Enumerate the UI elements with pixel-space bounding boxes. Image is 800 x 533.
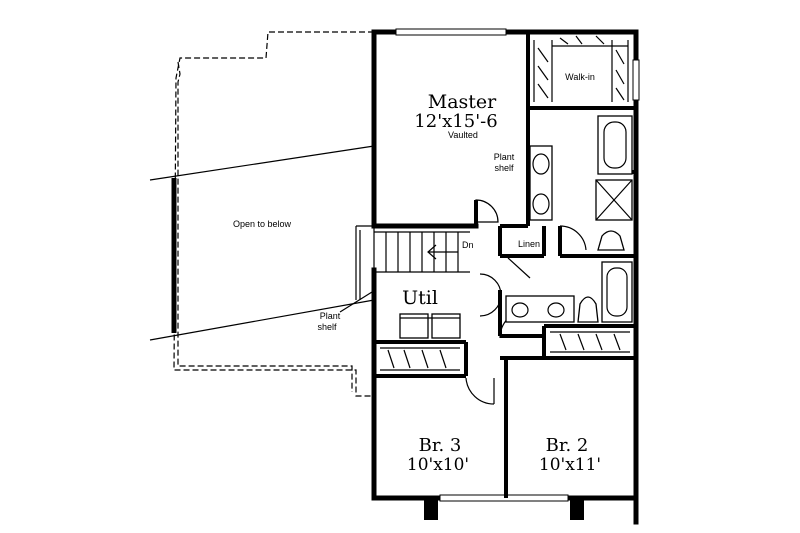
br3-room-name: Br. 3 bbox=[419, 435, 462, 456]
plant-shelf-leader bbox=[339, 291, 373, 313]
br2-room-name: Br. 2 bbox=[546, 435, 589, 456]
hall-bath-fixtures bbox=[505, 261, 633, 323]
master-room-note: Vaulted bbox=[448, 130, 478, 140]
hall-toilet bbox=[577, 296, 599, 323]
utility-appliances bbox=[399, 313, 461, 339]
master-room-size: 12'x15'-6 bbox=[414, 111, 497, 132]
br2-closet-hatching bbox=[550, 331, 630, 353]
plant-shelf-line-upper bbox=[149, 145, 375, 181]
br3-room-size: 10'x10' bbox=[407, 455, 469, 475]
plant-shelf-line-lower bbox=[149, 299, 375, 341]
stair bbox=[355, 225, 470, 300]
plant-shelf-label-1-line2: shelf bbox=[494, 163, 514, 173]
plant-shelf-label-2-line1: Plant bbox=[320, 311, 341, 321]
open-to-below-outline bbox=[173, 31, 374, 397]
br3-closet-hatching bbox=[380, 347, 460, 371]
util-room-name: Util bbox=[402, 287, 438, 309]
stair-dn-label: Dn bbox=[462, 240, 474, 250]
open-to-below-label: Open to below bbox=[233, 219, 292, 229]
master-toilet bbox=[597, 230, 625, 251]
walkin-closet-hatching bbox=[533, 35, 629, 102]
master-tub bbox=[597, 115, 633, 175]
plant-shelf-label-2-line2: shelf bbox=[317, 322, 337, 332]
interior-walls bbox=[374, 32, 636, 498]
hall-vanity bbox=[505, 295, 575, 323]
plant-shelf-label-1-line1: Plant bbox=[494, 152, 515, 162]
master-room-name: Master bbox=[428, 91, 497, 113]
br2-room-size: 10'x11' bbox=[539, 455, 601, 475]
master-bath-fixtures bbox=[529, 115, 633, 251]
walkin-label: Walk-in bbox=[565, 72, 595, 82]
linen-label: Linen bbox=[518, 239, 540, 249]
master-vanity bbox=[529, 145, 553, 221]
